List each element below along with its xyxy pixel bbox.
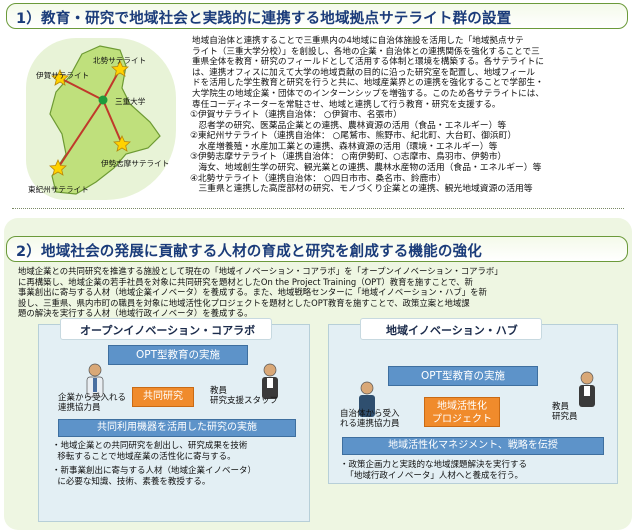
- left-center-box: 共同研究: [132, 387, 194, 407]
- satellite-higashikishu-desc: 水産増養殖・水産加工業との連携、森林資源の活用（環境・エネルギー）等: [190, 141, 498, 152]
- left-company-label: 企業から受入れる 連携協力員: [58, 393, 127, 413]
- satellite-iseshima: ③伊勢志摩サテライト（連携自治体： ○南伊勢町、○志摩市、鳥羽市、伊勢市）: [190, 152, 507, 163]
- right-opt-bar: OPT型教育の実施: [388, 366, 538, 386]
- link-iseshima: [102, 99, 123, 145]
- right-bottom-bar: 地域活性化マネジメント、戦略を伝授: [342, 437, 604, 455]
- right-person-icon-left-panel: [262, 363, 278, 399]
- left-staff-label: 教員 研究支援スタッフ: [210, 386, 279, 406]
- satellite-iga: ①伊賀サテライト（連携自治体： ○伊賀市、名張市）: [190, 110, 402, 120]
- left-opt-bar: OPT型教育の実施: [108, 345, 248, 365]
- map-label-higashikishu: 東紀州サテライト: [28, 185, 89, 194]
- researcher-person-icon: [579, 371, 595, 407]
- map-label-university: 三重大学: [115, 97, 146, 106]
- satellite-iseshima-desc: 海女、地域創生学の研究、観光業との連携、農林水産物の活用（食品・エネルギー）等: [190, 162, 542, 173]
- left-bullet-1: ・地域企業との共同研究を創出し、研究成果を技術 移転することで地域産業の活性化に…: [52, 441, 248, 462]
- university-marker: [98, 95, 108, 105]
- mie-prefecture-shape: [49, 45, 161, 195]
- right-opt-label: OPT型教育の実施: [420, 370, 505, 382]
- right-staff-label: 教員 研究員: [552, 402, 578, 422]
- left-bottom-label: 共同利用機器を活用した研究の実施: [97, 422, 257, 433]
- satellite-hokusei: ④北勢サテライト（連携自治体： ○四日市市、桑名市、鈴鹿市）: [190, 173, 446, 184]
- section1-title: 1）教育・研究で地域社会と実践的に連携する地域拠点サテライト群の設置: [16, 11, 512, 27]
- section1-divider: [12, 208, 624, 209]
- right-center-label: 地域活性化 プロジェクト: [432, 401, 492, 425]
- satellite-hokusei-desc: 三重県と連携した高度部材の研究、モノづくり企業との連携、観光地域資源の活用等: [190, 184, 533, 195]
- section2-title: 2）地域社会の発展に貢献する人材の育成と研究を創成する機能の強化: [16, 244, 482, 260]
- right-bullet-1: ・政策企画力と実践的な地域課題解決を実行する 「地域行政イノベータ」人材へと養成…: [340, 460, 528, 481]
- left-center-label: 共同研究: [143, 391, 183, 402]
- municipal-person-icon: [359, 381, 375, 417]
- left-panel-title: オープンイノベーション・コアラボ: [80, 324, 256, 337]
- map-label-iseshima: 伊勢志摩サテライト: [101, 159, 170, 168]
- right-panel-title-tab: [360, 318, 542, 340]
- right-bottom-label: 地域活性化マネジメント、戦略を伝授: [388, 440, 558, 451]
- satellite-higashikishu: ②東紀州サテライト（連携自治体： ○尾鷲市、熊野市、紀北町、大台町、御浜町）: [190, 131, 517, 142]
- section1-paragraph: 地域自治体と連携することで三重県内の4地域に自治体施設を活用した「地域拠点サテ …: [192, 36, 544, 110]
- mie-map: [49, 45, 161, 195]
- left-bottom-bar: 共同利用機器を活用した研究の実施: [58, 419, 296, 437]
- left-bullet-2: ・新事業創出に寄与する人材（地域企業イノベータ） に必要な知識、技術、素養を教授…: [52, 466, 257, 487]
- left-person-icon: [86, 363, 104, 398]
- right-municipality-label: 自治体から受入 れる連携協力員: [340, 409, 400, 429]
- section2-paragraph: 地域企業との共同研究を推進する施設として現在の「地域イノベーション・コアラボ」を…: [18, 266, 503, 319]
- map-label-hokusei: 北勢サテライト: [93, 56, 147, 65]
- section1-header: [6, 3, 628, 29]
- left-panel-title-tab: [60, 318, 272, 340]
- section2-header: [6, 236, 628, 262]
- link-higashikishu: [57, 99, 104, 169]
- star-icon: [49, 60, 131, 176]
- satellite-list: ①伊賀サテライト（連携自治体： ○伊賀市、名張市） 忍者学の研究、医薬品企業との…: [190, 110, 630, 195]
- link-iga: [59, 77, 104, 101]
- right-panel-title: 地域イノベーション・ハブ: [386, 324, 518, 337]
- right-center-box: 地域活性化 プロジェクト: [424, 397, 500, 427]
- left-opt-label: OPT型教育の実施: [135, 349, 220, 361]
- satellite-iga-desc: 忍者学の研究、医薬品企業との連携、農林資源の活用（食品・エネルギー）等: [190, 120, 507, 131]
- map-label-iga: 伊賀サテライト: [36, 71, 90, 80]
